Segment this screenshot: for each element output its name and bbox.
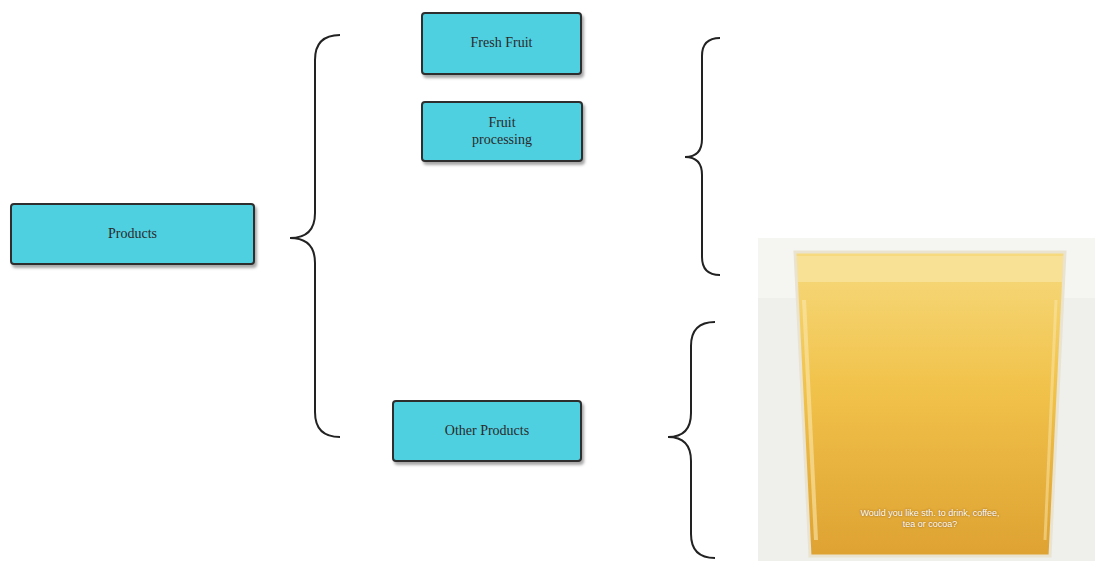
process-box: Products (10, 203, 255, 265)
box-label: Fruit processing (462, 115, 542, 147)
juice-photo (758, 238, 1095, 561)
box-label: Fresh Fruit (471, 35, 533, 51)
process-box: Fruit processing (421, 101, 583, 162)
brace (290, 35, 340, 437)
process-box: Fresh Fruit (421, 12, 582, 75)
photo-caption: Would you like sth. to drink, coffee, te… (860, 508, 1000, 531)
box-label: Other Products (445, 423, 529, 439)
brace (668, 322, 715, 558)
box-label: Products (108, 226, 157, 242)
brace (685, 38, 720, 275)
process-box: Other Products (392, 400, 582, 462)
